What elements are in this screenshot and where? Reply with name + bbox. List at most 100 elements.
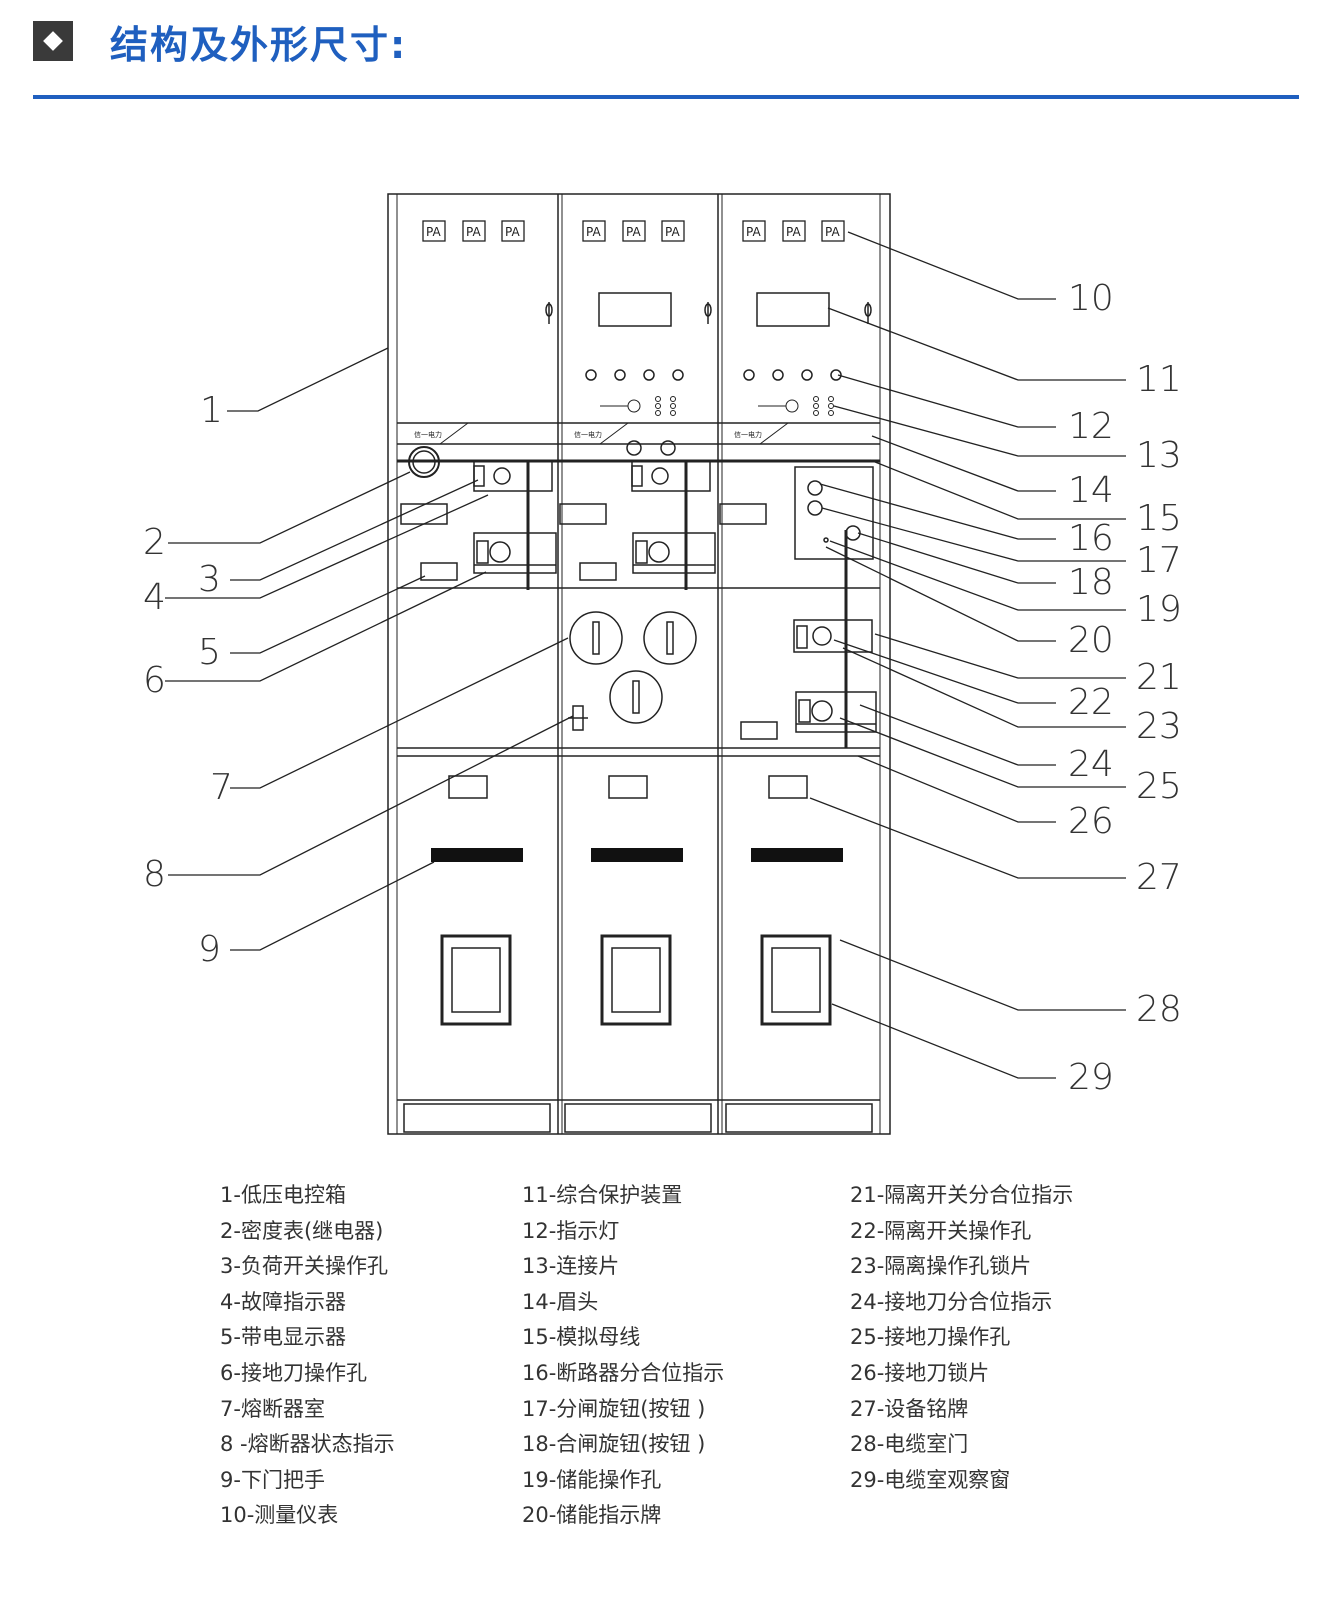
legend-item: 21-隔离开关分合位指示: [850, 1183, 1074, 1207]
density-gauge: [408, 446, 440, 478]
callout-number: 11: [1136, 359, 1182, 400]
legend-item: 6-接地刀操作孔: [220, 1360, 367, 1385]
fuse-chamber: [569, 611, 697, 724]
legend-item: 15-模拟母线: [522, 1325, 641, 1350]
brand-label: 信一电力: [574, 430, 602, 439]
legend-column-3: 21-隔离开关分合位指示 22-隔离开关操作孔 23-隔离操作孔锁片 24-接地…: [850, 1178, 1073, 1498]
legend-item: 19-储能操作孔: [522, 1467, 662, 1492]
callout-number: 1: [200, 390, 223, 431]
callout-number: 29: [1068, 1057, 1114, 1098]
legend-item: 18-合闸旋钮(按钮 ): [522, 1432, 706, 1457]
callout-number: 9: [198, 929, 221, 970]
legend-item: 4-故障指示器: [220, 1289, 346, 1314]
meter: [821, 220, 845, 242]
brand-label: 信一电力: [414, 430, 442, 439]
legend-item: 20-储能指示牌: [522, 1503, 662, 1528]
fuse-status-indicator: [568, 705, 588, 731]
callout-number: 6: [143, 660, 166, 701]
callout-number: 7: [210, 767, 233, 808]
meter: [422, 220, 446, 242]
fault-indicator: [400, 503, 448, 525]
legend-item: 17-分闸旋钮(按钮 ): [522, 1396, 706, 1421]
legend-item: 23-隔离操作孔锁片: [850, 1254, 1032, 1279]
legend-column-1: 1-低压电控箱 2-密度表(继电器) 3-负荷开关操作孔 4-故障指示器 5-带…: [220, 1178, 395, 1534]
legend-item: 27-设备铭牌: [850, 1396, 969, 1421]
meter: [462, 220, 486, 242]
breaker-panel: [794, 466, 874, 560]
legend-item: 29-电缆室观察窗: [850, 1467, 1011, 1492]
meter-label: PA: [505, 225, 520, 239]
meter: [742, 220, 766, 242]
nameplate: [448, 775, 808, 799]
legend-item: 14-眉头: [522, 1289, 599, 1314]
legend-item: 2-密度表(继电器): [220, 1218, 384, 1243]
door-latch: [545, 302, 872, 324]
fault-indicator: [719, 503, 767, 525]
meter-label: PA: [825, 225, 840, 239]
diamond-icon: [33, 21, 73, 61]
callout-number: 23: [1136, 706, 1182, 747]
meter-label: PA: [786, 225, 801, 239]
observation-window: [440, 934, 832, 1026]
leader-lines: [165, 231, 1126, 1079]
legend-item: 3-负荷开关操作孔: [220, 1254, 388, 1279]
callout-number: 22: [1068, 682, 1114, 723]
legend-item: 11-综合保护装置: [522, 1183, 683, 1207]
header-divider: [33, 95, 1299, 99]
legend-item: 7-熔断器室: [220, 1396, 325, 1421]
page-header: 结构及外形尺寸:: [0, 0, 1333, 105]
callout-number: 13: [1136, 435, 1182, 476]
callout-number: 3: [198, 559, 221, 600]
meter: [582, 220, 606, 242]
door-handle: [431, 848, 523, 862]
callout-number: 10: [1068, 278, 1114, 319]
meter: [622, 220, 646, 242]
callout-number: 12: [1068, 406, 1114, 447]
legend-item: 25-接地刀操作孔: [850, 1325, 1011, 1350]
legend-item: 12-指示灯: [522, 1218, 620, 1243]
legend-column-2: 11-综合保护装置 12-指示灯 13-连接片 14-眉头 15-模拟母线 16…: [522, 1178, 724, 1534]
isolation-switch-box: [793, 619, 877, 733]
legend-item: 26-接地刀锁片: [850, 1360, 990, 1385]
brand-label: 信一电力: [734, 430, 762, 439]
meter-label: PA: [665, 225, 680, 239]
callout-number: 8: [143, 854, 166, 895]
load-switch-operating-hole: [473, 460, 711, 492]
legend-item: 1-低压电控箱: [220, 1183, 346, 1207]
open-button: [807, 480, 823, 496]
legend-item: 8 -熔断器状态指示: [220, 1432, 395, 1457]
legend-item: 24-接地刀分合位指示: [850, 1289, 1053, 1314]
callout-number: 5: [198, 632, 221, 673]
legend-item: 5-带电显示器: [220, 1325, 346, 1350]
protection-device: [598, 292, 672, 327]
callout-number: 14: [1068, 470, 1114, 511]
callout-number: 15: [1136, 498, 1182, 539]
protection-device: [756, 292, 830, 327]
meter-label: PA: [466, 225, 481, 239]
callout-number: 17: [1136, 540, 1182, 581]
callout-number: 16: [1068, 518, 1114, 559]
door-handle: [751, 848, 843, 862]
meter-label: PA: [626, 225, 641, 239]
page-title: 结构及外形尺寸:: [110, 23, 408, 67]
meter-label: PA: [426, 225, 441, 239]
legend-item: 13-连接片: [522, 1254, 620, 1279]
indicator-lamps: [585, 369, 842, 381]
spring-charge-hole: [845, 525, 861, 541]
cabinet-frame: [387, 193, 891, 1135]
callout-number: 21: [1136, 657, 1182, 698]
live-display: [420, 562, 778, 740]
callout-number: 27: [1136, 857, 1182, 898]
earthing-switch-box: [473, 532, 716, 574]
meter-label: PA: [746, 225, 761, 239]
legend-item: 16-断路器分合位指示: [522, 1360, 725, 1385]
fault-indicator: [559, 503, 607, 525]
callout-number: 26: [1068, 801, 1114, 842]
close-button: [807, 500, 823, 516]
callout-number: 28: [1136, 989, 1182, 1030]
meter: [501, 220, 525, 242]
callout-number: 2: [143, 522, 166, 563]
callout-number: 24: [1068, 744, 1114, 785]
callout-number: 20: [1068, 620, 1114, 661]
callout-number: 19: [1136, 589, 1182, 630]
